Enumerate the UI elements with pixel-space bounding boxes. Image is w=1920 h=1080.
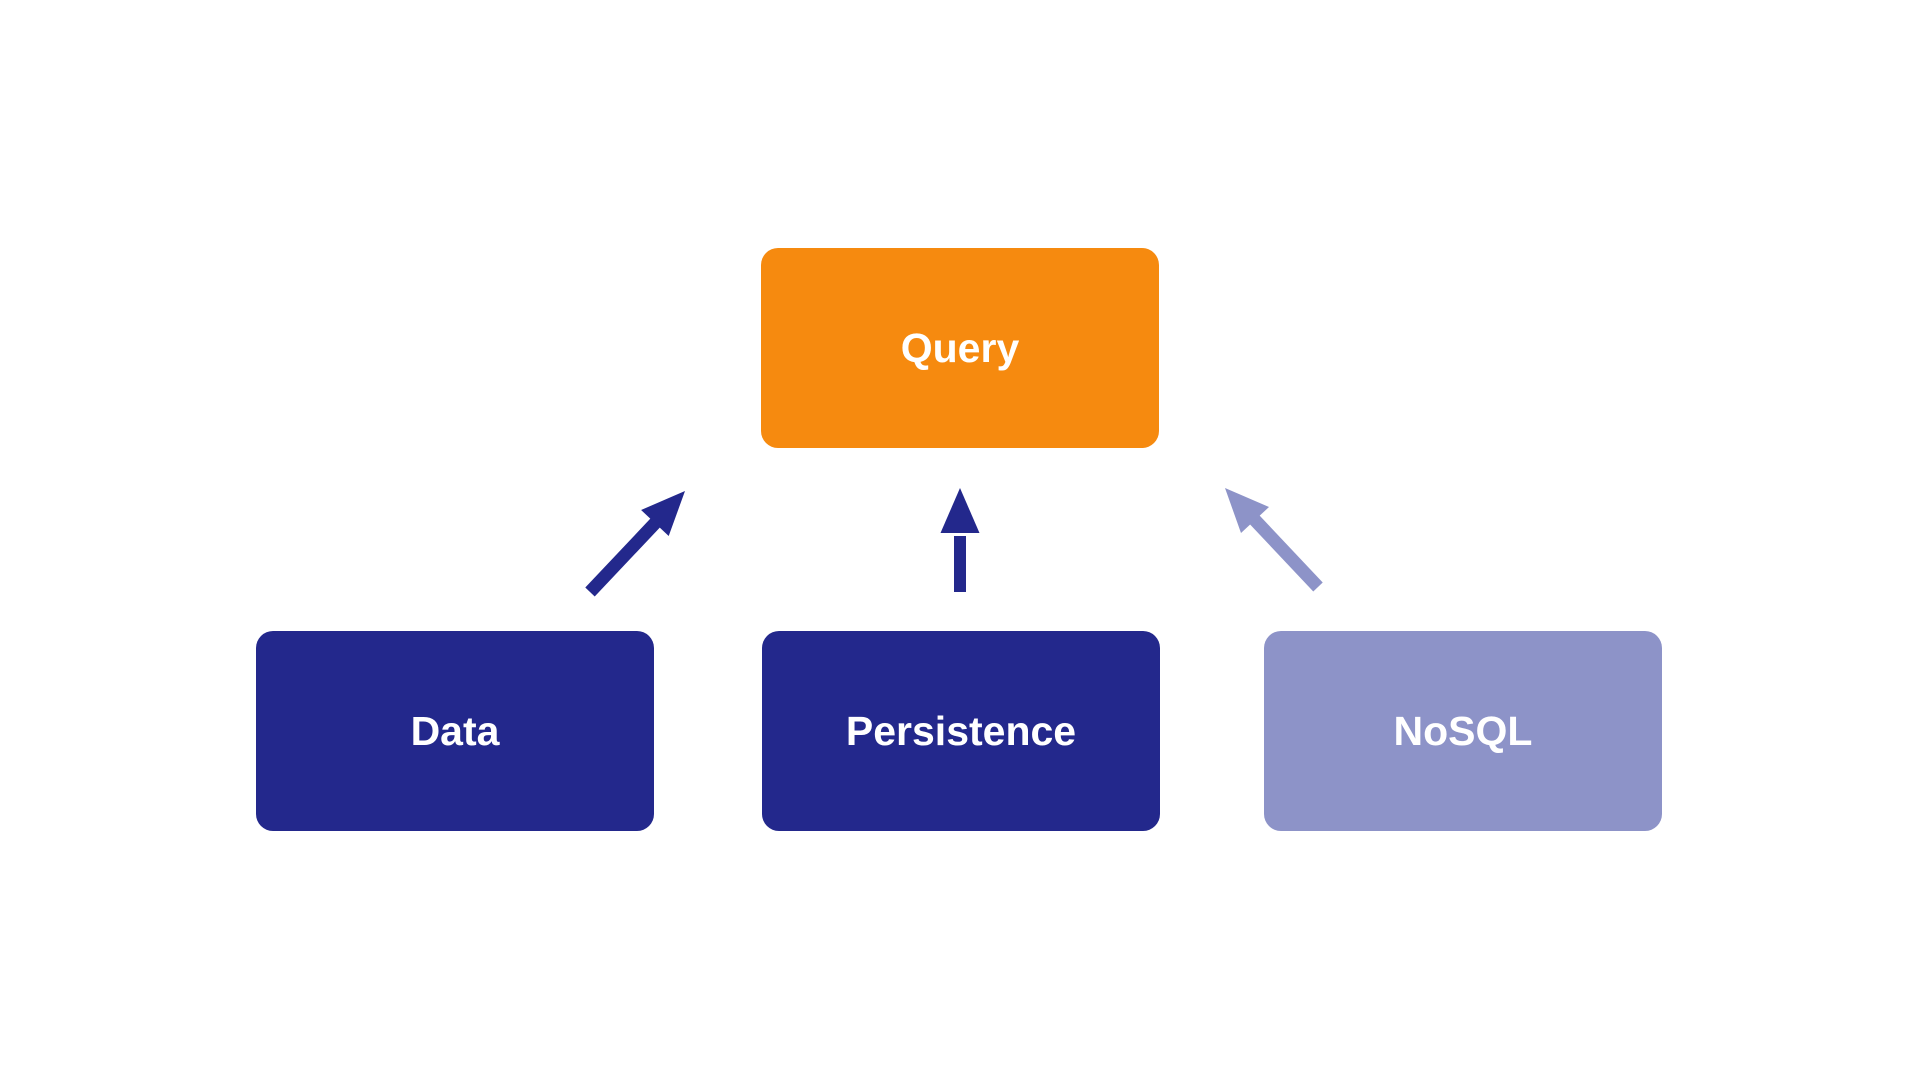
node-data-label: Data	[410, 707, 500, 754]
arrow-nosql-to-query-icon	[1225, 488, 1323, 592]
arrow-data-to-query-icon	[585, 491, 685, 597]
node-persistence: Persistence	[762, 631, 1160, 831]
node-data: Data	[256, 631, 654, 831]
node-query: Query	[761, 248, 1159, 448]
arrow-persistence-to-query-icon	[940, 488, 980, 592]
node-nosql-label: NoSQL	[1393, 707, 1533, 754]
node-nosql: NoSQL	[1264, 631, 1662, 831]
node-persistence-label: Persistence	[845, 707, 1077, 754]
node-query-label: Query	[900, 324, 1020, 371]
